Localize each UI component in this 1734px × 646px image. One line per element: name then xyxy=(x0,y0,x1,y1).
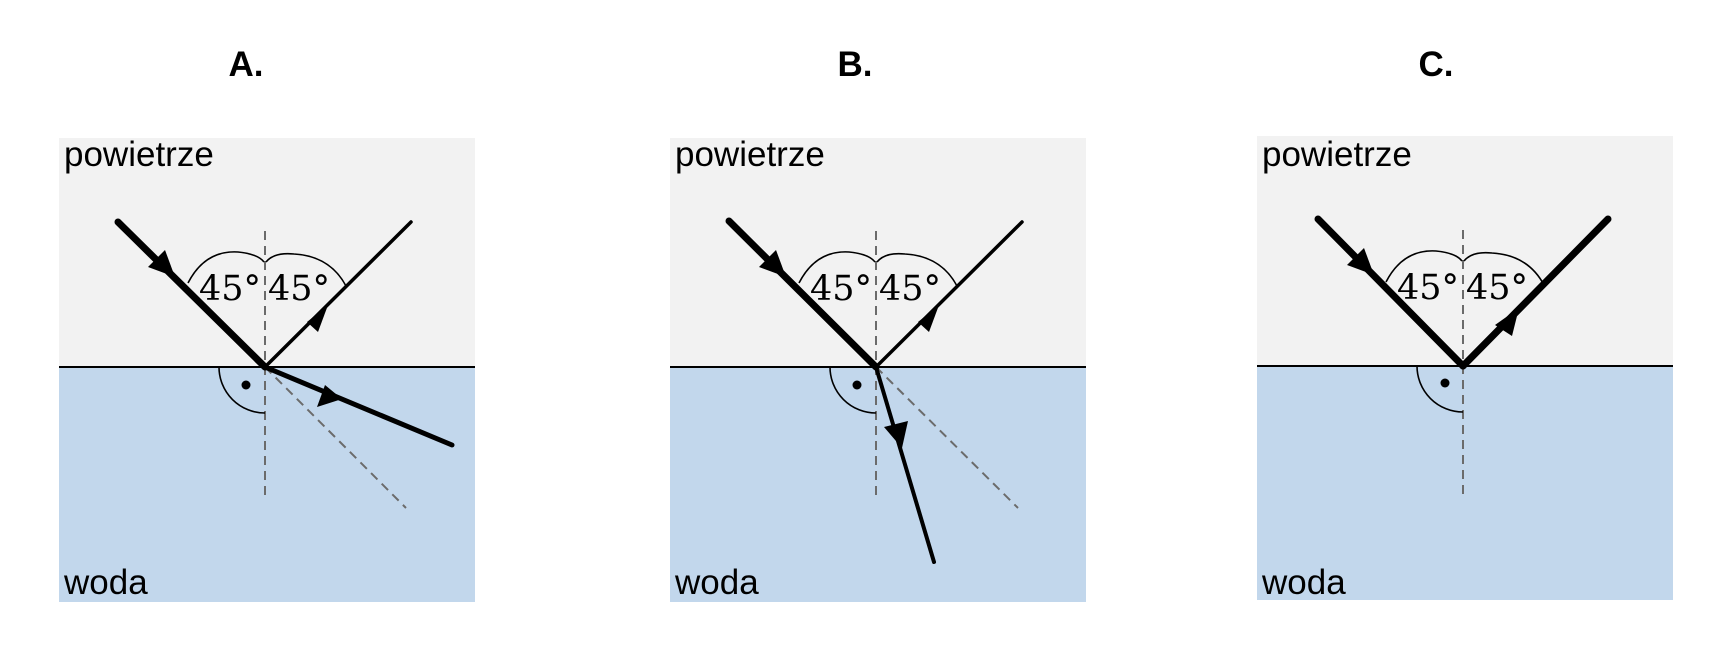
incident-arrow-icon xyxy=(148,250,175,277)
reflected-angle-label: 45° xyxy=(268,269,330,309)
right-angle-dot xyxy=(852,380,862,390)
reflected-ray xyxy=(1459,215,1612,370)
refracted-ray xyxy=(262,364,455,448)
air-label: powietrze xyxy=(675,135,825,174)
reflected-angle-arc xyxy=(265,252,347,287)
water-label: woda xyxy=(1261,563,1346,602)
right-angle-dot xyxy=(241,380,251,390)
incident-angle-arc xyxy=(187,251,265,284)
water-region xyxy=(59,367,475,602)
refracted-arrow-icon xyxy=(884,421,908,448)
water-label: woda xyxy=(63,563,148,602)
incident-arrow-icon xyxy=(759,250,786,277)
water-label: woda xyxy=(674,563,759,602)
reflected-arrow-icon xyxy=(1495,308,1519,336)
incident-ray xyxy=(1314,215,1467,370)
water-region xyxy=(1257,366,1673,600)
panel-c-title: C. xyxy=(1419,45,1454,84)
reflected-ray xyxy=(263,220,413,369)
reflected-angle-arc xyxy=(876,252,958,287)
reflected-angle-label: 45° xyxy=(1466,268,1528,308)
incident-extension-line xyxy=(875,366,1019,509)
panel-b-title: B. xyxy=(838,45,873,84)
panel-a: A. powietrze woda 45° 45° xyxy=(59,45,475,602)
incident-ray xyxy=(725,217,880,371)
incident-ray xyxy=(114,218,269,371)
right-angle-dot xyxy=(1440,378,1450,388)
air-region xyxy=(670,138,1086,367)
air-label: powietrze xyxy=(64,135,214,174)
right-angle-arc xyxy=(1416,365,1464,413)
refracted-arrow-icon xyxy=(317,385,342,407)
incident-angle-arc xyxy=(798,251,876,284)
right-angle-arc xyxy=(218,366,266,414)
incident-extension-line xyxy=(264,366,407,509)
water-region xyxy=(670,367,1086,602)
panel-c: C. powietrze woda 45° 45° xyxy=(1257,45,1673,602)
air-region xyxy=(1257,136,1673,366)
refracted-ray xyxy=(874,365,936,564)
incident-angle-label: 45° xyxy=(810,269,872,309)
air-region xyxy=(59,138,475,367)
reflected-angle-arc xyxy=(1463,251,1545,286)
incident-angle-arc xyxy=(1385,250,1463,283)
air-label: powietrze xyxy=(1262,135,1412,174)
incident-angle-label: 45° xyxy=(199,269,261,309)
incident-arrow-icon xyxy=(1347,248,1374,275)
reflected-angle-label: 45° xyxy=(879,269,941,309)
panel-b: B. powietrze woda 45° 45° xyxy=(670,45,1086,602)
reflected-arrow-icon xyxy=(307,305,328,332)
reflected-arrow-icon xyxy=(918,305,939,332)
right-angle-arc xyxy=(829,366,877,414)
incident-angle-label: 45° xyxy=(1397,268,1459,308)
reflected-ray xyxy=(874,220,1024,369)
panel-a-title: A. xyxy=(229,45,264,84)
